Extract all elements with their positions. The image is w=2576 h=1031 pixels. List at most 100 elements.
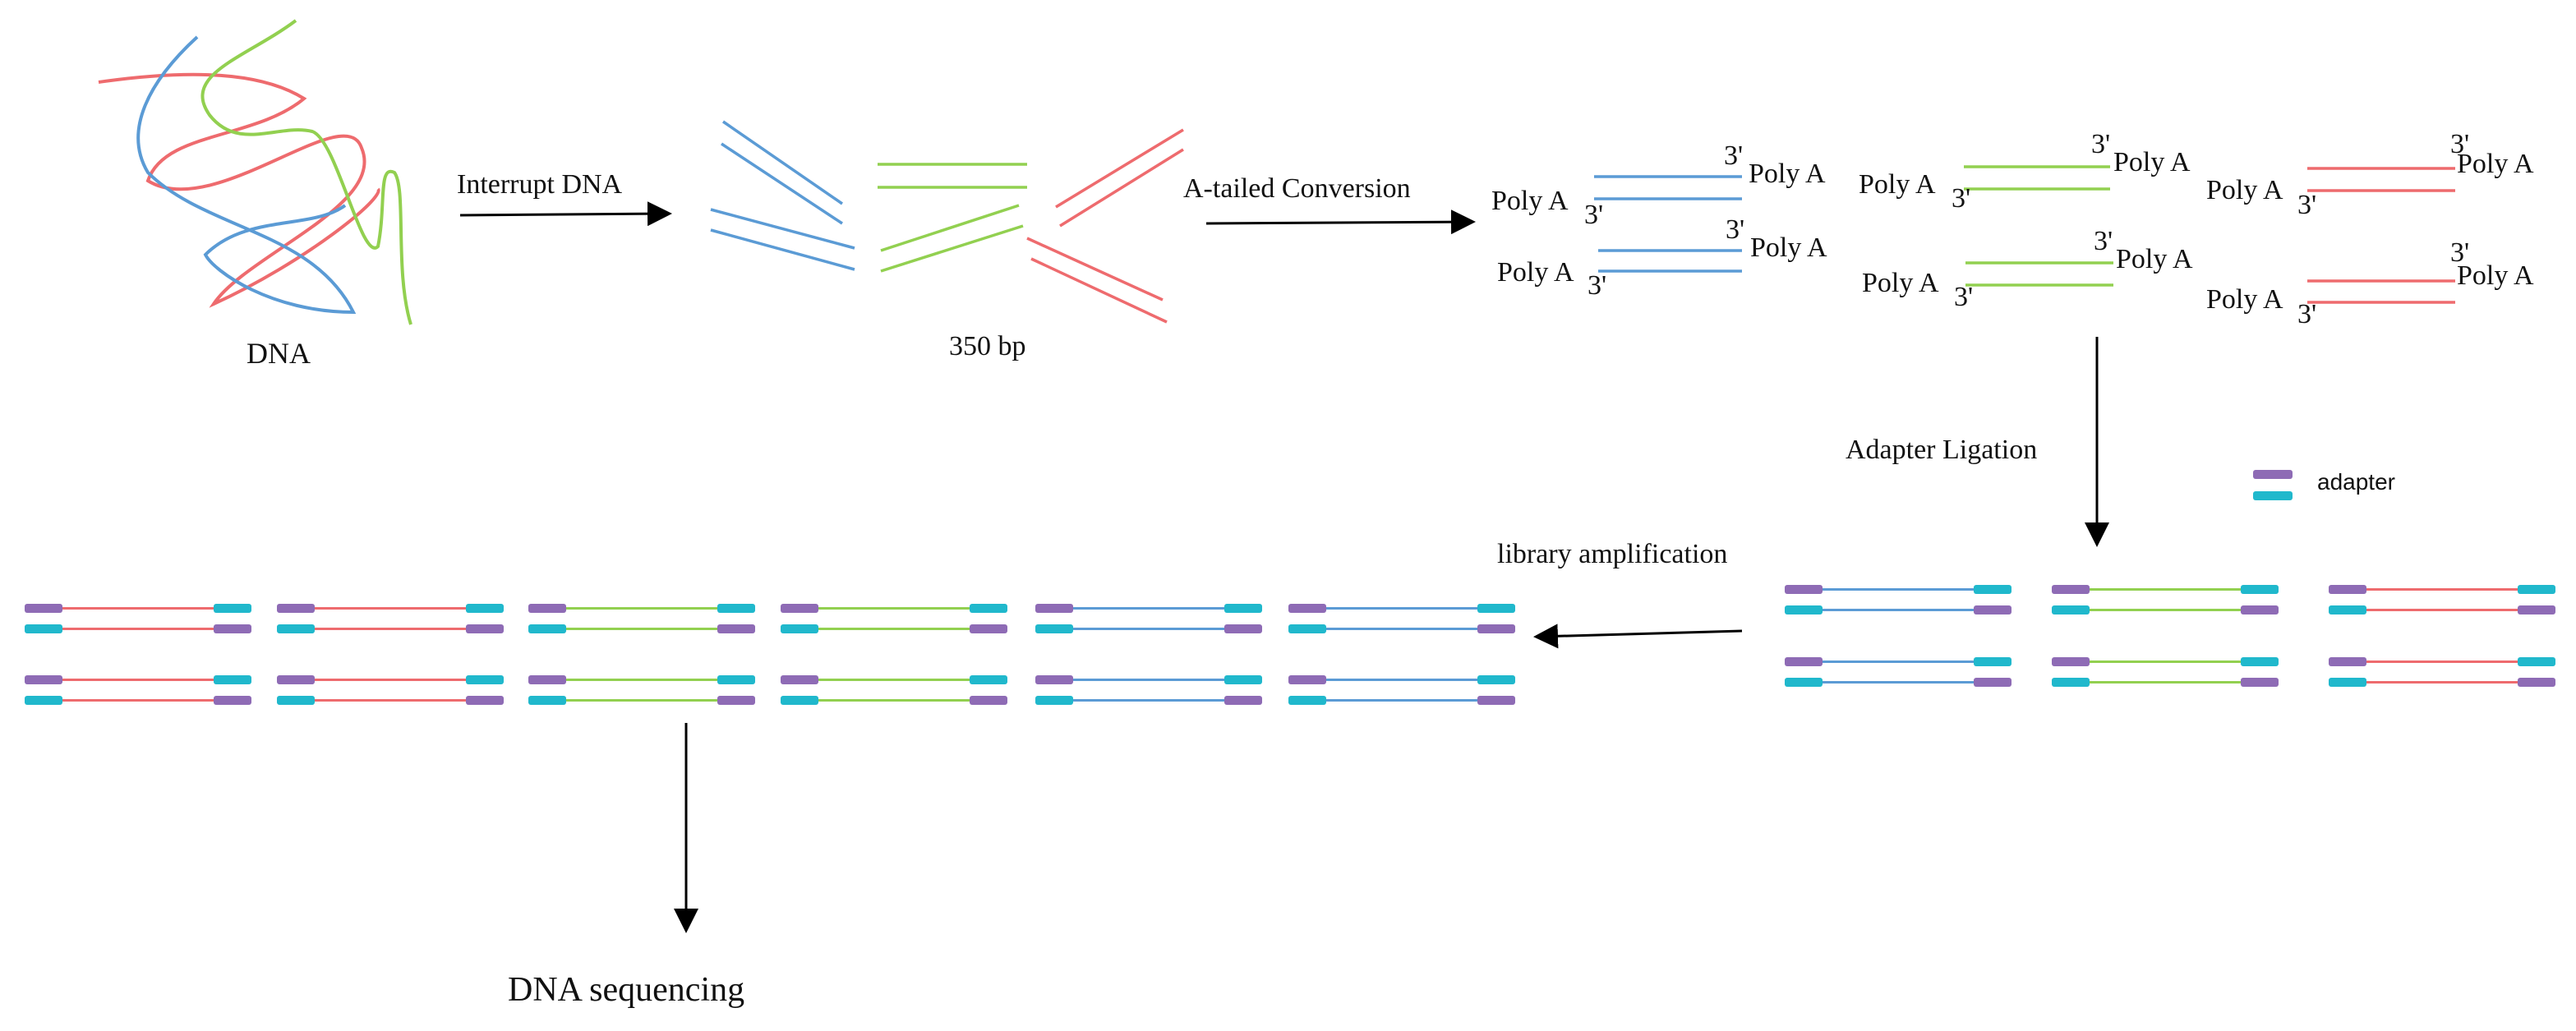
adapter-cyan: [2518, 585, 2555, 594]
adapter-purple: [717, 696, 755, 705]
adapter-ligated-unit: [1785, 585, 2011, 614]
adapter-purple: [717, 624, 755, 633]
adapter-legend: adapter: [2253, 469, 2395, 500]
adapter-purple: [1785, 585, 1823, 594]
adapter-cyan: [970, 604, 1007, 613]
poly-a-label: Poly A: [2206, 284, 2283, 315]
fragment-green: [880, 224, 1024, 273]
adapter-purple: [2052, 585, 2090, 594]
fragment-red: [1059, 148, 1184, 228]
legend-swatch-cyan: [2253, 491, 2293, 500]
fragment-blue: [710, 208, 855, 250]
adapter-purple: [1288, 604, 1326, 613]
amplified-unit: [528, 675, 755, 705]
a-tailed-pair-blue-1: 3' Poly A Poly A 3': [1491, 140, 1826, 230]
adapter-cyan: [2518, 657, 2555, 666]
adapter-cyan: [1477, 675, 1515, 684]
a-tailed-pair-red-2: 3' Poly A Poly A 3': [2206, 237, 2534, 329]
adapter-cyan: [528, 624, 566, 633]
adapter-cyan: [1974, 585, 2011, 594]
amplified-unit: [1288, 604, 1515, 633]
adapter-cyan: [2241, 657, 2279, 666]
fragment-red: [1030, 257, 1168, 324]
three-prime-label: 3': [1584, 200, 1603, 230]
poly-a-label: Poly A: [2113, 147, 2191, 177]
adapter-cyan: [717, 675, 755, 684]
adapter-cyan: [1785, 678, 1823, 687]
adapter-purple: [1785, 657, 1823, 666]
dna-fragments: [710, 120, 1184, 324]
adapter-purple: [2518, 678, 2555, 687]
adapter-purple: [781, 675, 818, 684]
a-tailed-pair-blue-2: 3' Poly A Poly A 3': [1497, 214, 1827, 301]
adapter-cyan: [1035, 696, 1073, 705]
adapter-ligated-unit: [2052, 585, 2279, 614]
adapter-cyan: [25, 624, 62, 633]
poly-a-label: Poly A: [2116, 244, 2193, 274]
dna-strand-green: [200, 19, 412, 325]
a-tailed-pair-green-2: 3' Poly A Poly A 3': [1862, 226, 2193, 312]
adapter-cyan: [2052, 605, 2090, 614]
amplified-unit: [25, 604, 251, 633]
amplified-unit: [781, 604, 1007, 633]
adapter-ligated-fragments: [1785, 585, 2555, 687]
adapter-purple: [2241, 678, 2279, 687]
amplified-unit: [25, 675, 251, 705]
three-prime-label: 3': [2094, 226, 2113, 256]
adapter-cyan: [1974, 657, 2011, 666]
adapter-purple: [214, 696, 251, 705]
adapter-purple: [1035, 604, 1073, 613]
fragment-red: [1055, 128, 1184, 209]
adapter-purple: [528, 604, 566, 613]
adapter-cyan: [2329, 678, 2366, 687]
adapter-purple: [1224, 624, 1262, 633]
amplified-unit: [1035, 604, 1262, 633]
a-tailed-arrow: [1205, 209, 1476, 235]
amplified-unit: [1035, 675, 1262, 705]
adapter-cyan: [1035, 624, 1073, 633]
adapter-cyan: [466, 604, 504, 613]
three-prime-label: 3': [1952, 183, 1970, 214]
adapter-cyan: [1785, 605, 1823, 614]
adapter-purple: [528, 675, 566, 684]
dna-strand-blue: [136, 35, 357, 315]
adapter-cyan: [970, 675, 1007, 684]
legend-adapter-label: adapter: [2317, 469, 2395, 495]
adapter-ligated-unit: [2329, 657, 2555, 687]
adapter-cyan: [528, 696, 566, 705]
adapter-cyan: [1288, 696, 1326, 705]
legend-swatch-purple: [2253, 470, 2293, 479]
tangled-dna: [98, 19, 412, 325]
adapter-cyan: [214, 604, 251, 613]
library-amplification-label: library amplification: [1497, 539, 1727, 569]
fragment-red: [1026, 237, 1164, 301]
poly-a-label: Poly A: [1491, 186, 1569, 216]
dna-strand-red: [98, 72, 380, 308]
adapter-cyan: [214, 675, 251, 684]
adapter-cyan: [781, 624, 818, 633]
adapter-purple: [781, 604, 818, 613]
adapter-purple: [1974, 678, 2011, 687]
adapter-ligated-unit: [2052, 657, 2279, 687]
adapter-purple: [970, 696, 1007, 705]
dna-label: DNA: [247, 337, 311, 370]
interrupt-dna-label: Interrupt DNA: [457, 169, 623, 200]
amplified-unit: [528, 604, 755, 633]
adapter-cyan: [277, 696, 315, 705]
adapter-purple: [2052, 657, 2090, 666]
fragment-blue: [721, 142, 843, 225]
three-prime-label: 3': [1588, 270, 1606, 301]
interrupt-arrow: [459, 201, 672, 227]
adapter-ligated-unit: [2329, 585, 2555, 614]
poly-a-label: Poly A: [2457, 260, 2534, 291]
adapter-purple: [25, 675, 62, 684]
adapter-purple: [2329, 585, 2366, 594]
poly-a-label: Poly A: [1497, 257, 1574, 288]
fragment-size-label: 350 bp: [949, 331, 1026, 361]
three-prime-label: 3': [2091, 129, 2110, 159]
adapter-cyan: [781, 696, 818, 705]
three-prime-label: 3': [1954, 282, 1973, 312]
adapter-cyan: [25, 696, 62, 705]
amplified-unit: [1288, 675, 1515, 705]
